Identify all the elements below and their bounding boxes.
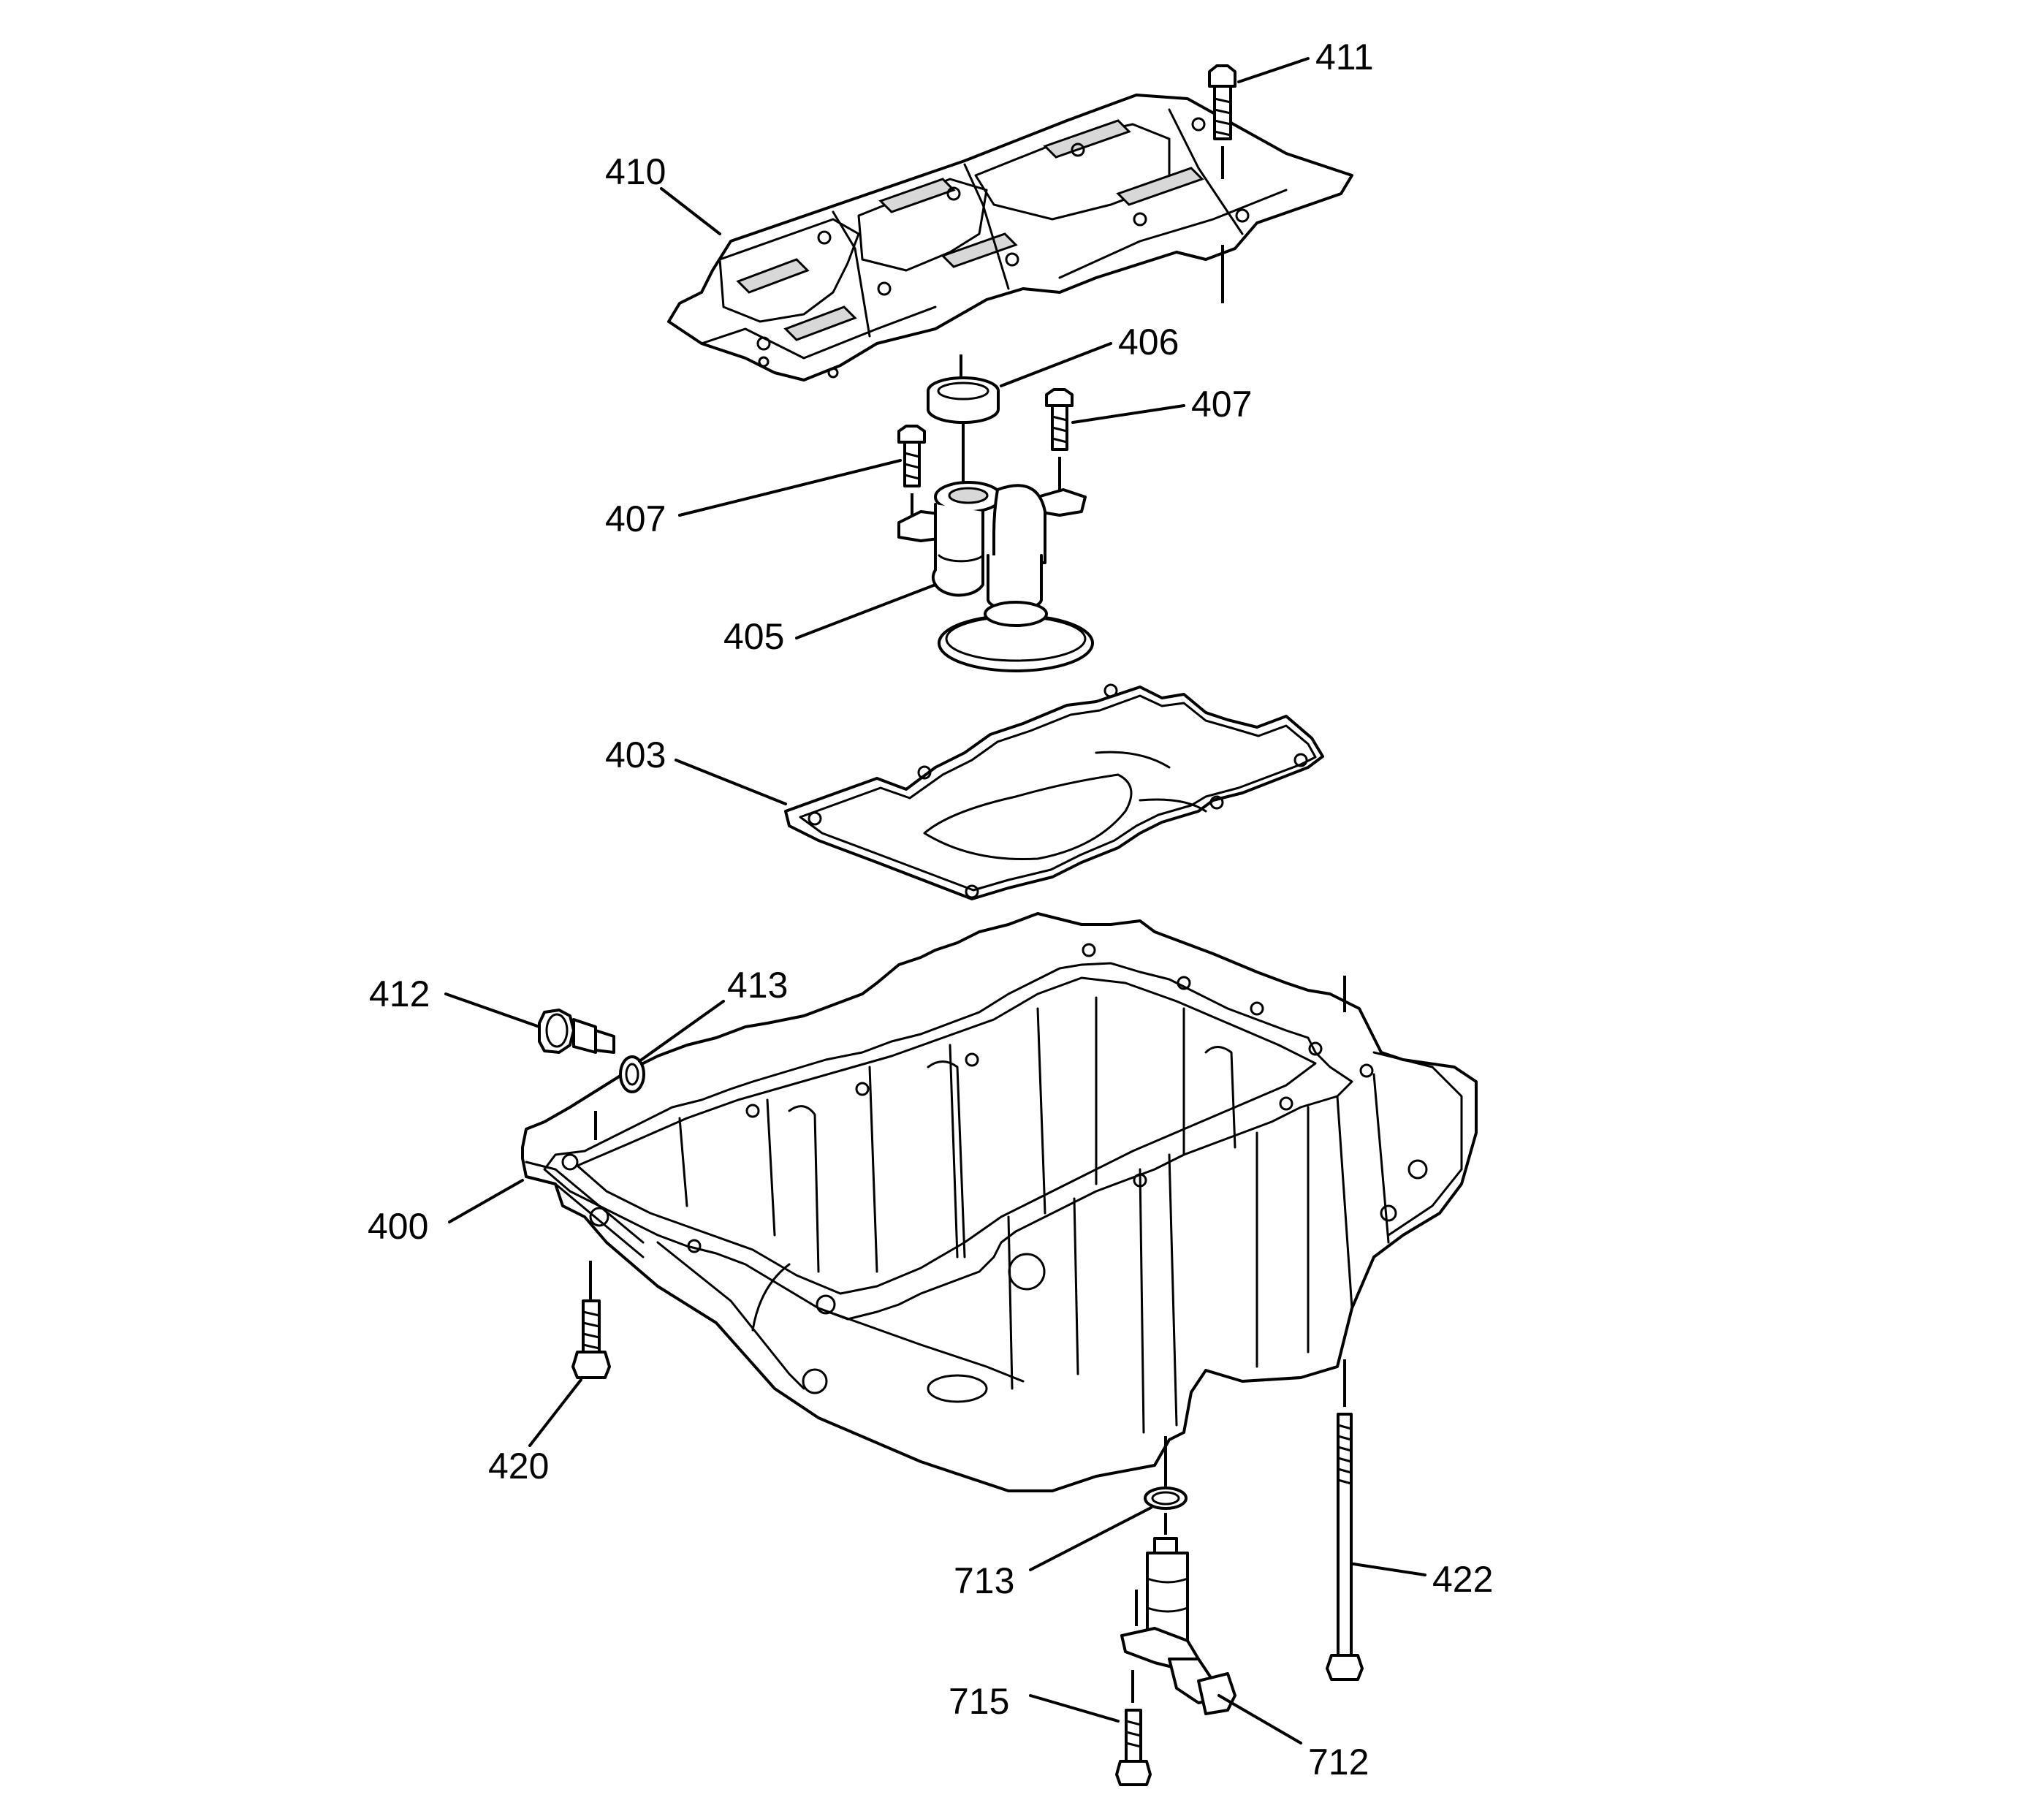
oil-level-sensor-712 — [1120, 1537, 1236, 1715]
washer-413 — [619, 1055, 645, 1093]
bolt-715 — [1115, 1670, 1152, 1786]
callout-420: 420 — [488, 1446, 549, 1487]
callout-412: 412 — [369, 973, 430, 1014]
callout-422: 422 — [1432, 1559, 1493, 1600]
seal-406 — [927, 354, 1000, 486]
callout-715: 715 — [949, 1681, 1009, 1722]
callout-400: 400 — [368, 1206, 428, 1247]
oil-pickup-405 — [897, 481, 1094, 672]
bolt-411 — [1208, 64, 1236, 303]
callout-411: 411 — [1315, 37, 1374, 77]
bolt-420 — [571, 1261, 611, 1379]
callout-407-left: 407 — [605, 498, 666, 539]
callout-406: 406 — [1118, 322, 1179, 362]
callout-407-right: 407 — [1191, 384, 1252, 425]
stud-422 — [1326, 1359, 1364, 1681]
bolt-407-left — [897, 425, 926, 519]
callout-410: 410 — [605, 151, 666, 192]
leader-lines — [444, 57, 1426, 1744]
drain-plug-412 — [538, 1009, 615, 1054]
callout-413: 413 — [727, 965, 788, 1006]
o-ring-713 — [1144, 1436, 1188, 1535]
callout-403: 403 — [605, 734, 666, 775]
callout-713: 713 — [954, 1560, 1014, 1601]
gasket-403 — [784, 683, 1324, 900]
windage-tray-410 — [667, 94, 1353, 381]
bolt-407-right — [1045, 388, 1074, 490]
callout-712: 712 — [1308, 1742, 1369, 1782]
oil-pan-400 — [521, 912, 1478, 1492]
callout-405: 405 — [723, 616, 784, 657]
